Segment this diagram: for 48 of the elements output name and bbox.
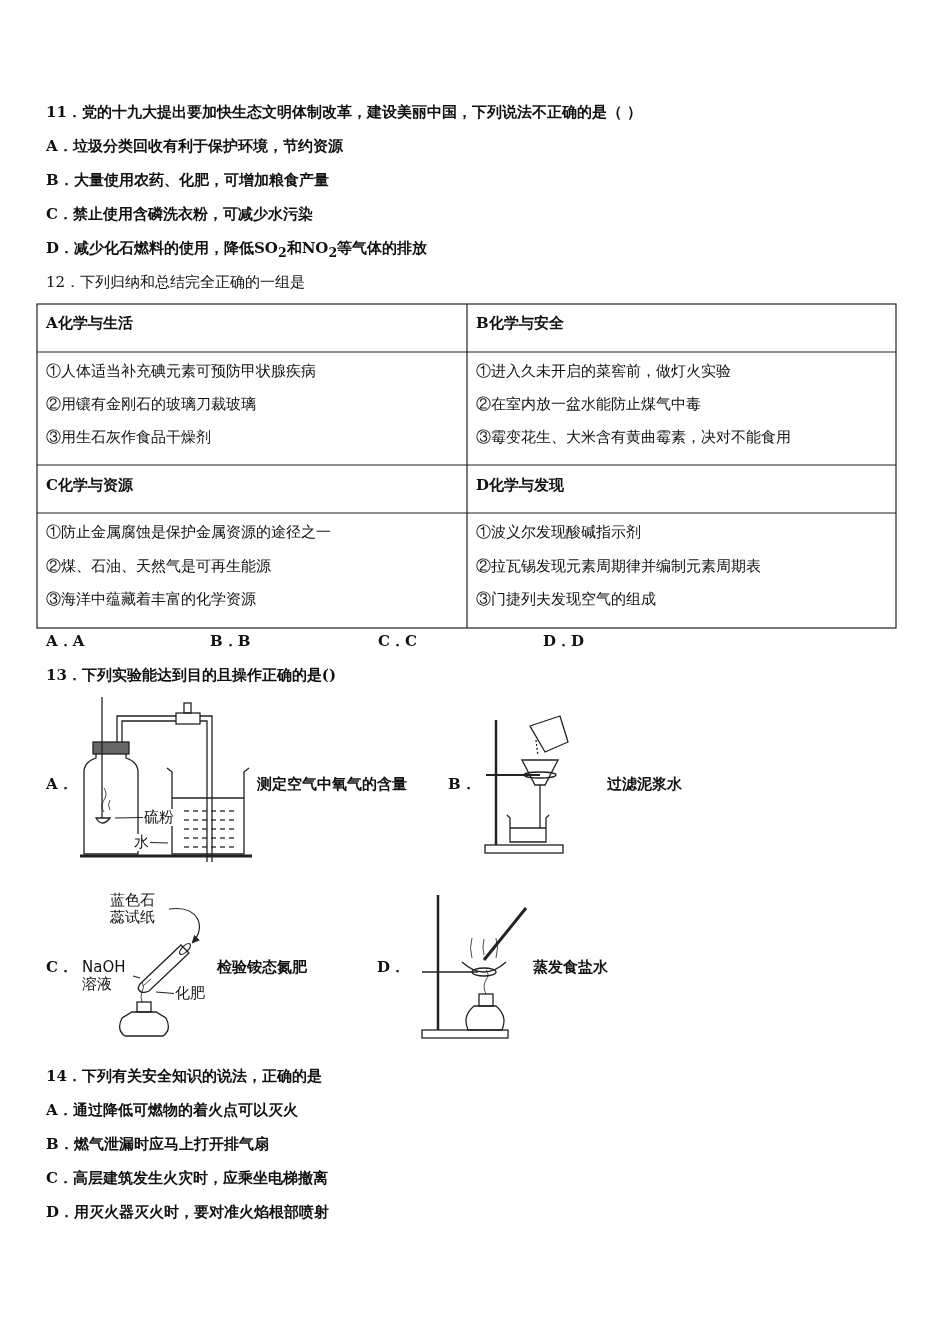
question-text: 11．党的十九大提出要加快生态文明体制改革，建设美丽中国，下列说法不正确的是（ ） [46,103,643,121]
table-header-text: A化学与生活 [46,314,133,332]
option-text: 检验铵态氮肥 [217,958,307,976]
table-cell-text: ②煤、石油、天然气是可再生能源 [46,557,271,575]
answer-option: C．C [378,632,417,650]
option-letter: A． [46,775,73,793]
option-text: A．通过降低可燃物的着火点可以灭火 [46,1101,298,1119]
leader-line [114,816,144,819]
callout-label: 水 [134,834,149,851]
option-text: A．垃圾分类回收有利于保护环境，节约资源 [46,137,343,155]
callout-label: 硫粉 [144,809,174,826]
table-cell-text: ②拉瓦锡发现元素周期律并编制元素周期表 [476,557,761,575]
option-text: 过滤泥浆水 [607,775,682,793]
table-cell-text: ①进入久未开启的菜窖前，做灯火实验 [476,362,731,380]
option-letter: B． [448,775,476,793]
option-text: 测定空气中氧气的含量 [257,775,407,793]
leader-line [132,975,141,979]
table-header-text: C化学与资源 [46,476,133,494]
answer-option: D．D [543,632,584,650]
table-cell-text: ③门捷列夫发现空气的组成 [476,590,656,608]
table-cell-text: ②用镶有金刚石的玻璃刀裁玻璃 [46,395,256,413]
table-cell-text: ①波义尔发现酸碱指示剂 [476,523,641,541]
curved-arrow [168,907,201,944]
leader-line [155,991,175,995]
table-cell-text: ③霉变花生、大米含有黄曲霉素，决对不能食用 [476,428,791,446]
table-cell-text: ③海洋中蕴藏着丰富的化学资源 [46,590,256,608]
option-text: B．燃气泄漏时应马上打开排气扇 [46,1135,269,1153]
question-text: 13．下列实验能达到目的且操作正确的是() [46,666,337,684]
option-text: C．高层建筑发生火灾时，应乘坐电梯撤离 [46,1169,328,1187]
option-text: D．用灭火器灭火时，要对准火焰根部喷射 [46,1203,329,1221]
table-cell-text: ③用生石灰作食品干燥剂 [46,428,211,446]
table-cell-text: ①人体适当补充碘元素可预防甲状腺疾病 [46,362,316,380]
table-cell-text: ②在室内放一盆水能防止煤气中毒 [476,395,701,413]
question-text: 12．下列归纳和总结完全正确的一组是 [46,273,306,291]
answer-option: B．B [210,632,251,650]
option-text: 蒸发食盐水 [533,958,608,976]
table-header-text: B化学与安全 [476,314,564,332]
callout-label: 化肥 [175,985,205,1002]
option-text: B．大量使用农药、化肥，可增加粮食产量 [46,171,329,189]
table-header-text: D化学与发现 [476,476,564,494]
option-letter: D． [377,958,405,976]
table-cell-text: ①防止金属腐蚀是保护金属资源的途径之一 [46,523,331,541]
answer-option: A．A [46,632,85,650]
leader-line [149,841,169,844]
question-text: 14．下列有关安全知识的说法，正确的是 [46,1067,322,1085]
option-text: C．禁止使用含磷洗衣粉，可减少水污染 [46,205,313,223]
option-letter: C． [46,958,73,976]
option-text: D．减少化石燃料的使用，降低SO$_{2}$和NO$_{2}$等气体的排放 [46,239,428,262]
